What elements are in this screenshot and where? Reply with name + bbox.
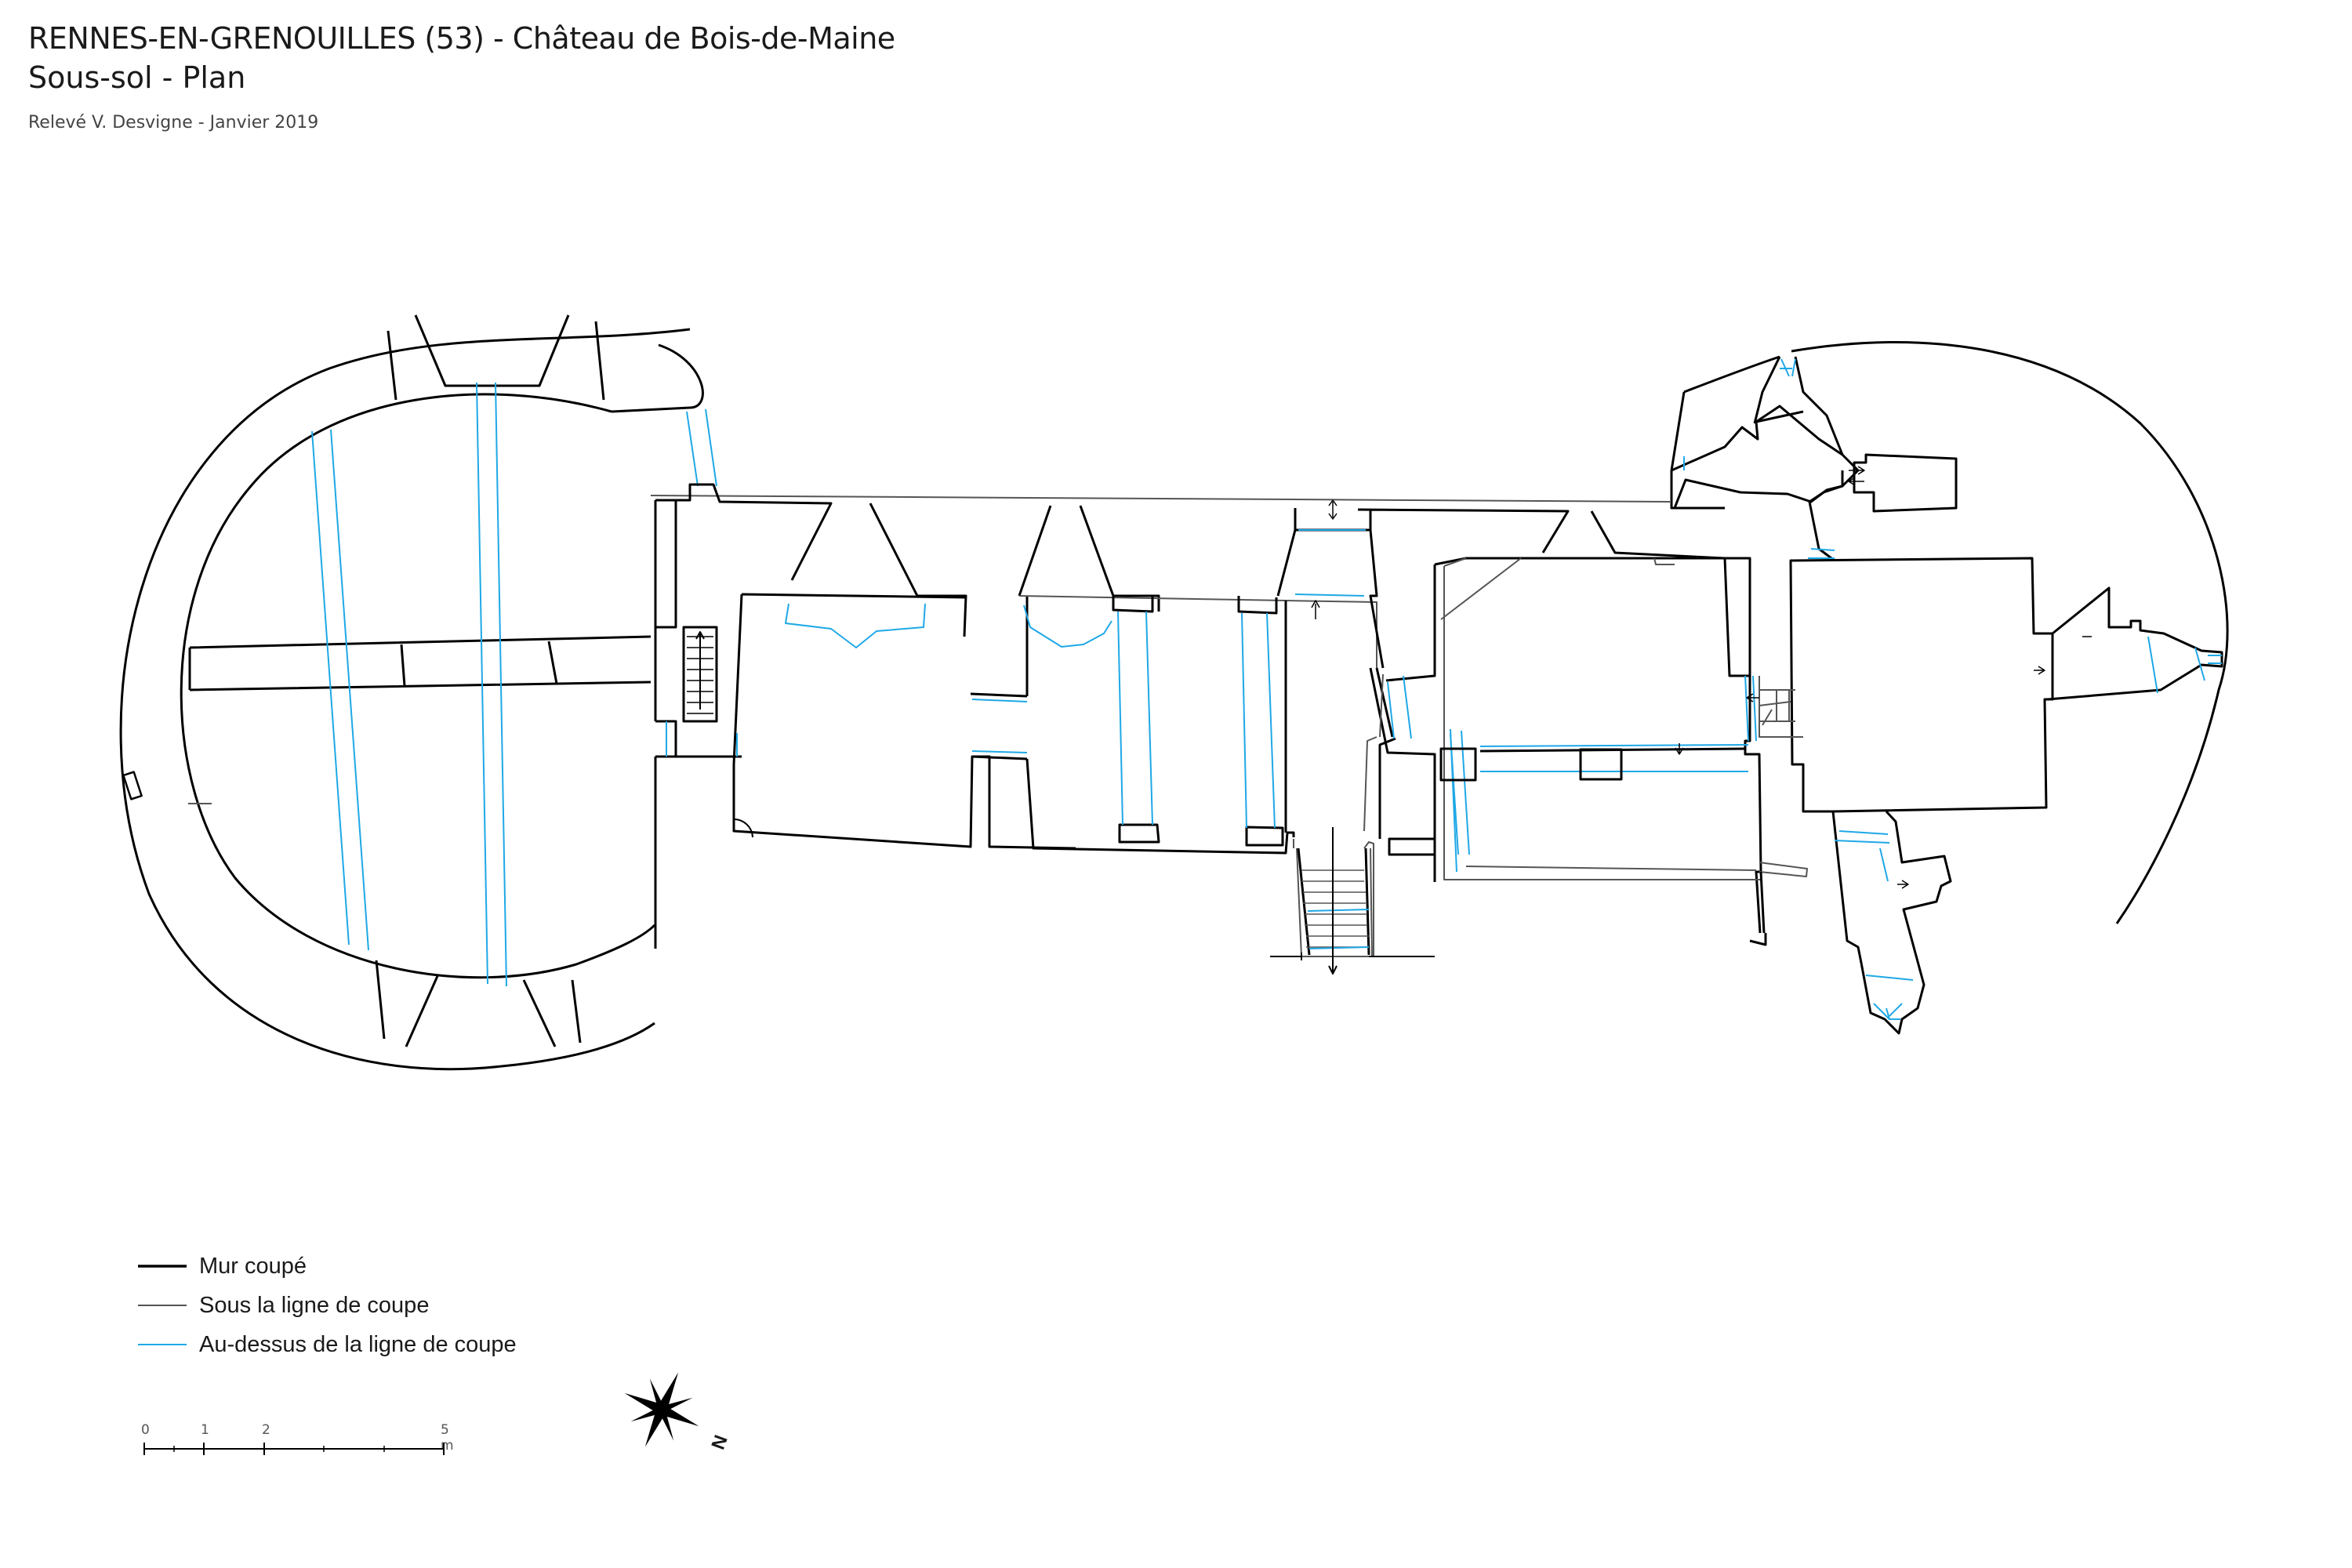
south-projection-arrow xyxy=(1897,880,1909,889)
central-arrow-mid xyxy=(1311,600,1320,619)
room-3-below xyxy=(1440,557,1761,880)
passage-1-2 xyxy=(970,692,1028,760)
west-window xyxy=(122,771,143,800)
page-subtitle: Sous-sol - Plan xyxy=(28,60,246,95)
legend-label: Sous la ligne de coupe xyxy=(199,1292,430,1318)
east-corridor-arrows xyxy=(2034,636,2092,675)
room-2-walls xyxy=(1025,596,1295,855)
central-wing xyxy=(650,470,1808,975)
room-3-arrow xyxy=(1675,743,1684,755)
south-projection xyxy=(1831,810,1952,1035)
room-2-vault-outline xyxy=(1023,604,1112,648)
room-1-vault-outline xyxy=(785,603,926,648)
east-tower-arrows xyxy=(1848,466,1865,486)
central-arrow-top xyxy=(1328,499,1338,520)
legend-swatch-blue xyxy=(138,1344,187,1345)
room-3-east-edge xyxy=(1749,871,1767,946)
legend-swatch-grey xyxy=(138,1305,187,1306)
room-2-beams xyxy=(1117,611,1276,829)
east-tower-window-top xyxy=(1683,358,1796,470)
west-stair xyxy=(682,626,718,723)
west-beam-2 xyxy=(476,382,507,987)
legend-item-above-cut: Au-dessus de la ligne de coupe xyxy=(138,1325,517,1364)
link-room-blue xyxy=(1387,675,1470,855)
legend-swatch-black xyxy=(138,1265,187,1268)
link-room-walls xyxy=(1369,667,1436,856)
west-tower xyxy=(119,314,717,1071)
central-top-wall-below xyxy=(650,495,1671,503)
south-stair xyxy=(1270,827,1435,975)
room-3-blue-right xyxy=(1744,675,1757,742)
north-arrow-icon xyxy=(624,1372,699,1447)
room-3-below-line xyxy=(1465,862,1808,877)
legend-label: Au-dessus de la ligne de coupe xyxy=(199,1331,517,1357)
room-1-corner-arc xyxy=(733,818,753,838)
west-doorway-blue xyxy=(666,721,738,757)
room-3-pier-1 xyxy=(1439,747,1477,782)
legend: Mur coupé Sous la ligne de coupe Au-dess… xyxy=(138,1247,517,1364)
scale-label-2: 2 xyxy=(262,1422,270,1438)
legend-item-below-cut: Sous la ligne de coupe xyxy=(138,1286,517,1325)
legend-label: Mur coupé xyxy=(199,1253,307,1279)
east-stair-arrow xyxy=(1746,693,1759,702)
east-tower xyxy=(1670,340,2229,1035)
room-1-west-walls xyxy=(654,720,742,949)
west-beam-1 xyxy=(311,429,369,951)
north-arrow: N xyxy=(616,1364,757,1469)
east-tower-outer-wall xyxy=(1791,340,2229,924)
scale-bar-ruler xyxy=(143,1443,445,1455)
west-embrasure-1 xyxy=(387,314,570,401)
east-tower-west-shell xyxy=(1670,355,1780,471)
east-big-room xyxy=(1789,557,2054,813)
east-tower-small-room xyxy=(1853,453,1958,513)
survey-credit: Relevé V. Desvigne - Janvier 2019 xyxy=(28,113,319,132)
south-projection-blue xyxy=(1834,830,1914,1020)
west-embrasure-2 xyxy=(594,321,704,413)
page-title: RENNES-EN-GRENOUILLES (53) - Château de … xyxy=(28,21,895,56)
central-passage-blue xyxy=(1294,529,1366,597)
scale-label-0: 0 xyxy=(141,1422,150,1438)
west-tower-inner-wall xyxy=(180,393,656,979)
east-below-lines xyxy=(1759,701,1791,726)
legend-item-cut-wall: Mur coupé xyxy=(138,1247,517,1286)
east-corridor-blue xyxy=(2147,636,2222,694)
west-tower-outer-wall xyxy=(119,328,691,1071)
central-top-wall xyxy=(655,470,1726,637)
west-corridor xyxy=(188,635,652,691)
east-tower-passage-2 xyxy=(1725,356,1844,676)
east-tower-passage-blue xyxy=(1808,548,1835,559)
central-passage-walls xyxy=(1276,529,1385,833)
room-3-pier-2 xyxy=(1579,748,1623,781)
east-tower-passage xyxy=(1671,405,1860,509)
east-stair-small xyxy=(1759,676,1803,738)
west-tower-gap-lines xyxy=(686,408,717,487)
room-3-beam-blue xyxy=(1450,728,1749,873)
passage-1-2-blue xyxy=(971,699,1028,753)
room-2-top-below xyxy=(1018,595,1377,668)
west-embrasure-3 xyxy=(375,960,582,1047)
room-1-walls xyxy=(654,500,1076,850)
room-2-piers xyxy=(1112,596,1284,847)
scale-label-1: 1 xyxy=(201,1422,209,1438)
link-room-below xyxy=(1363,673,1384,832)
east-corridor xyxy=(2047,586,2223,701)
